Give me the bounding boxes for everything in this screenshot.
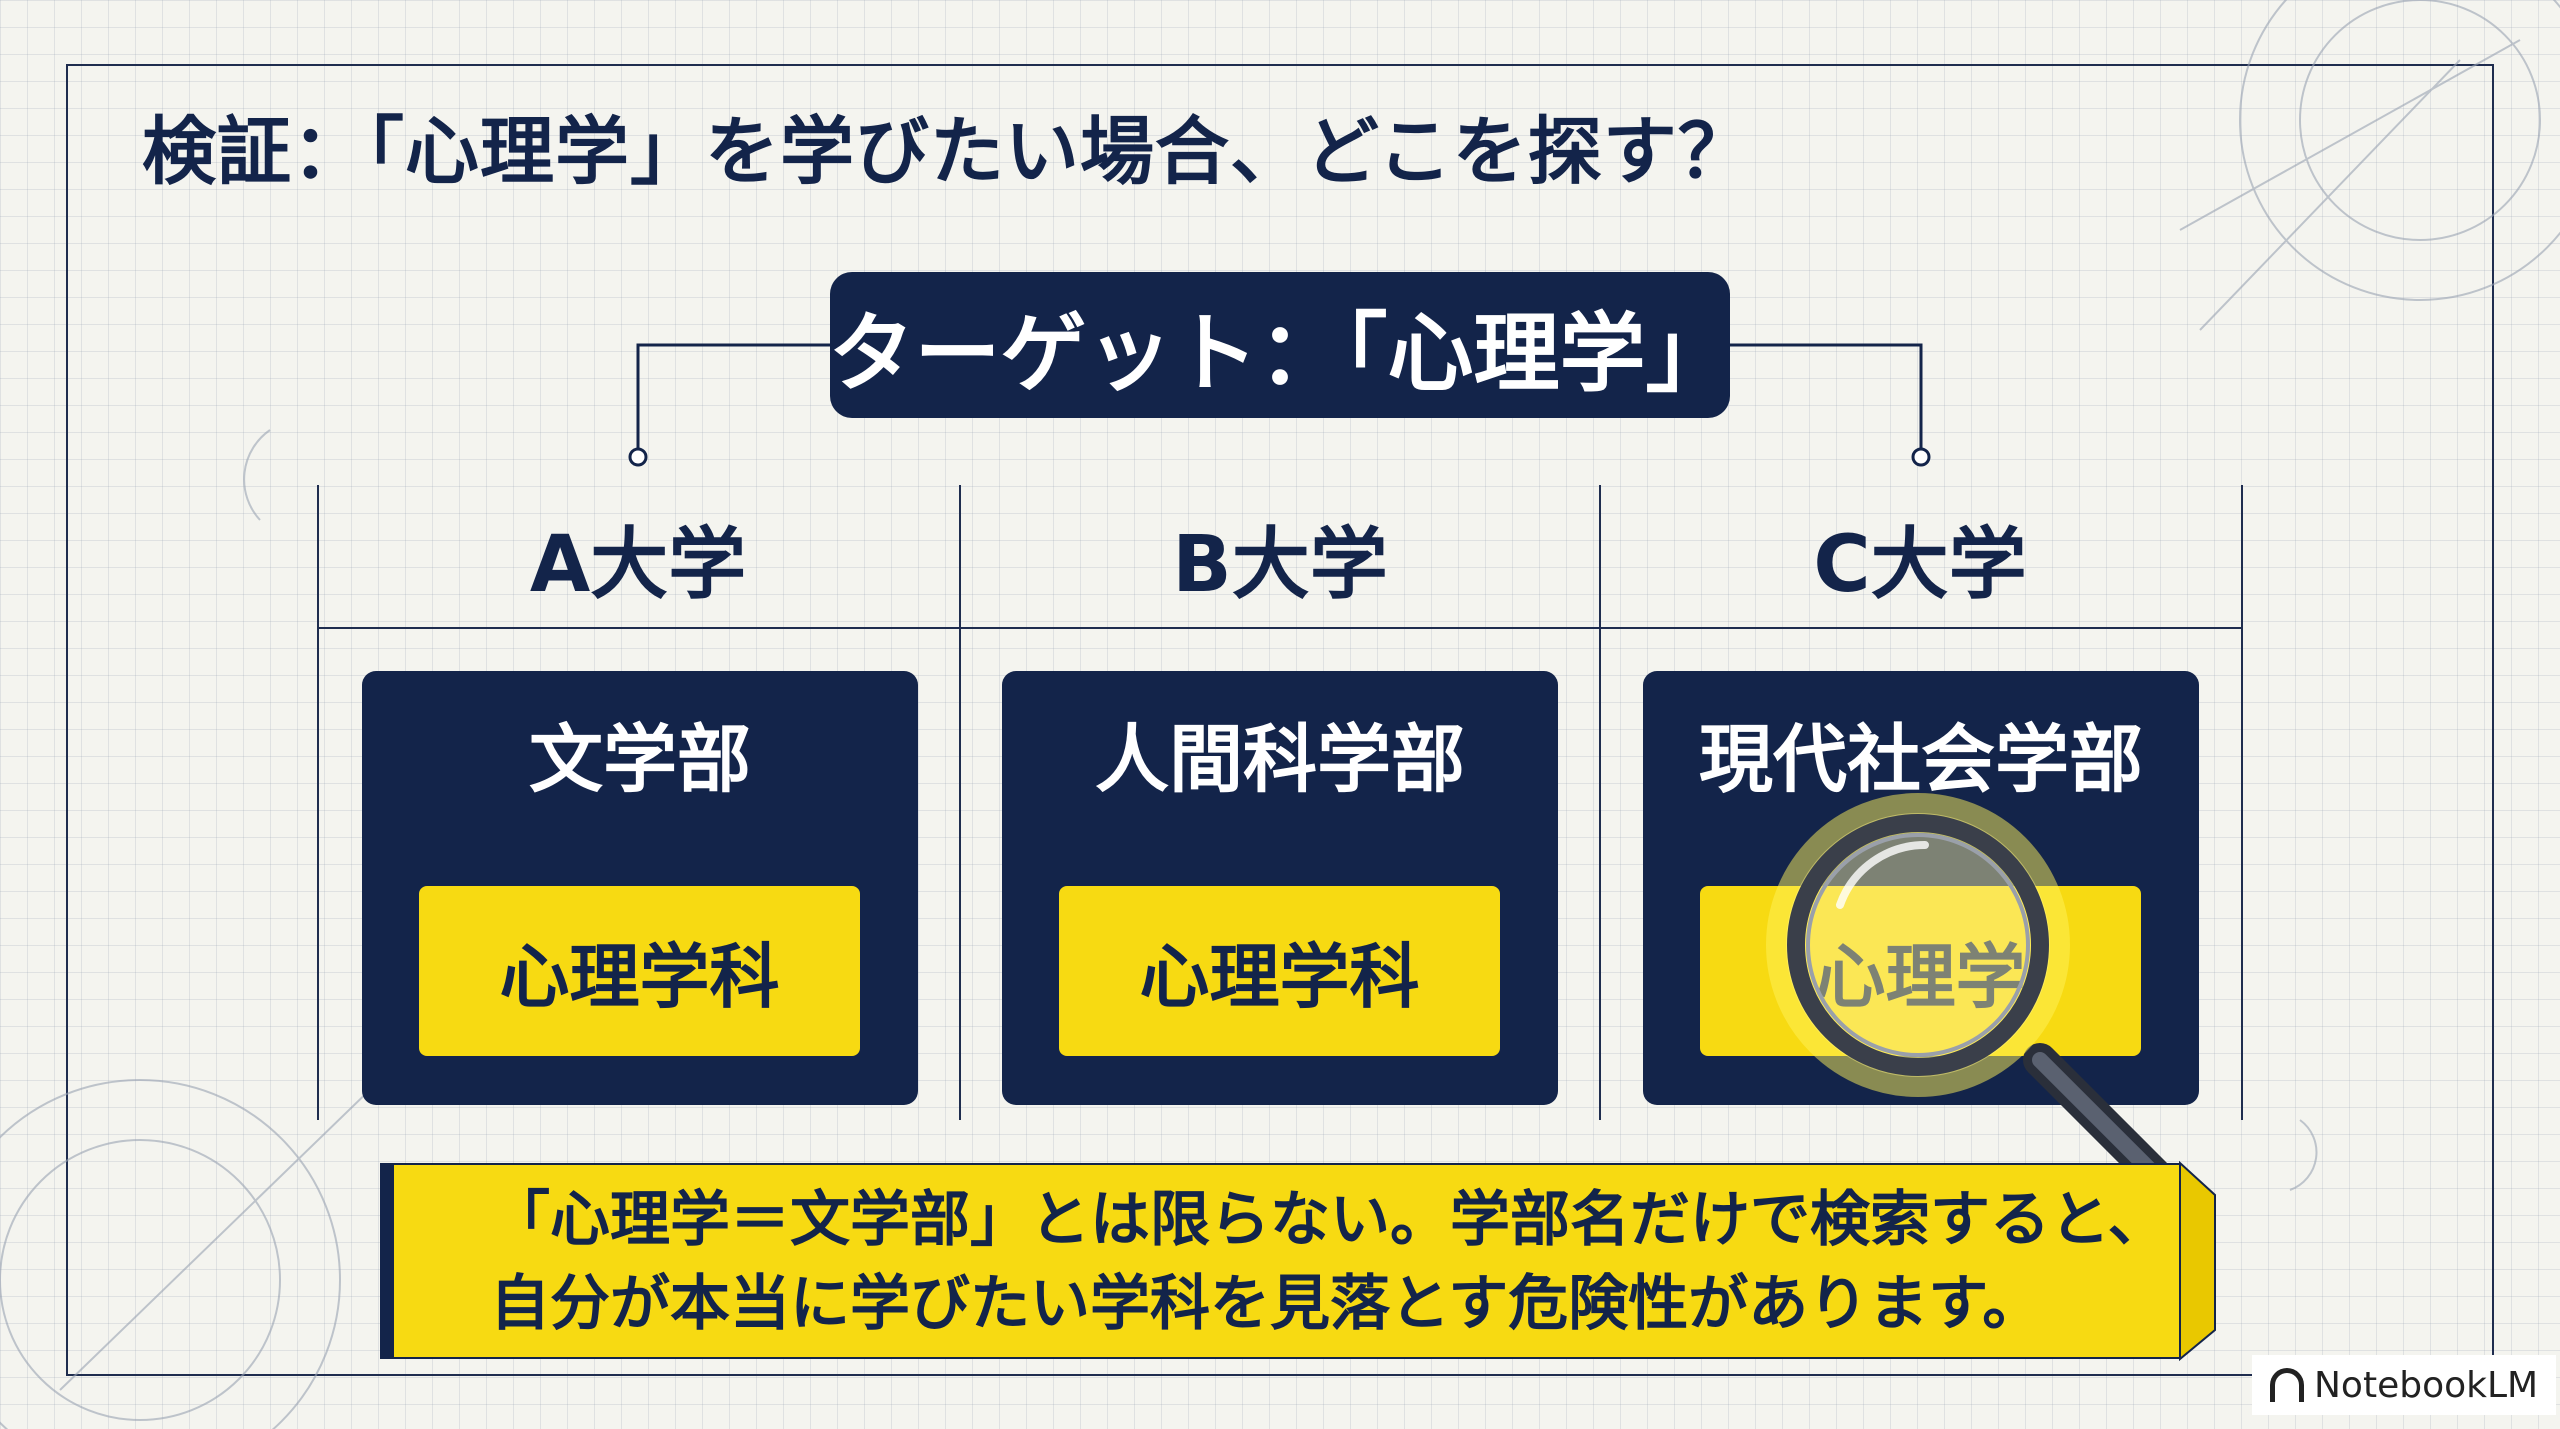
warning-callout bbox=[380, 1163, 2180, 1359]
notebooklm-logo-icon bbox=[2270, 1368, 2304, 1402]
target-label: ターゲット：「心理学」 bbox=[829, 272, 1732, 418]
university-b-header: B大学 bbox=[1172, 520, 1388, 610]
callout-line-1: 「心理学＝文学部」とは限らない。学部名だけで検索すると、 bbox=[490, 1185, 2168, 1255]
brand-name: NotebookLM bbox=[2314, 1364, 2539, 1406]
connector-node-left bbox=[628, 447, 648, 467]
callout-line-2: 自分が本当に学びたい学科を見落とす危険性があります。 bbox=[490, 1269, 2043, 1339]
brand-watermark: NotebookLM bbox=[2252, 1355, 2557, 1415]
faculty-name-a: 文学部 bbox=[529, 717, 751, 803]
university-a-header: A大学 bbox=[529, 520, 747, 610]
department-badge-a: 心理学科 bbox=[419, 886, 860, 1056]
slide-frame bbox=[66, 64, 2494, 1376]
connector-node-right bbox=[1911, 447, 1931, 467]
university-c-header: C大学 bbox=[1813, 520, 2027, 610]
department-badge-b: 心理学科 bbox=[1059, 886, 1500, 1056]
page-title: 検証：「心理学」を学びたい場合、どこを探す？ bbox=[142, 109, 1753, 195]
faculty-name-b: 人間科学部 bbox=[1095, 717, 1465, 803]
callout-text: 「心理学＝文学部」とは限らない。学部名だけで検索すると、 自分が本当に学びたい学… bbox=[490, 1178, 2168, 1346]
faculty-name-c: 現代社会学部 bbox=[1699, 717, 2143, 803]
